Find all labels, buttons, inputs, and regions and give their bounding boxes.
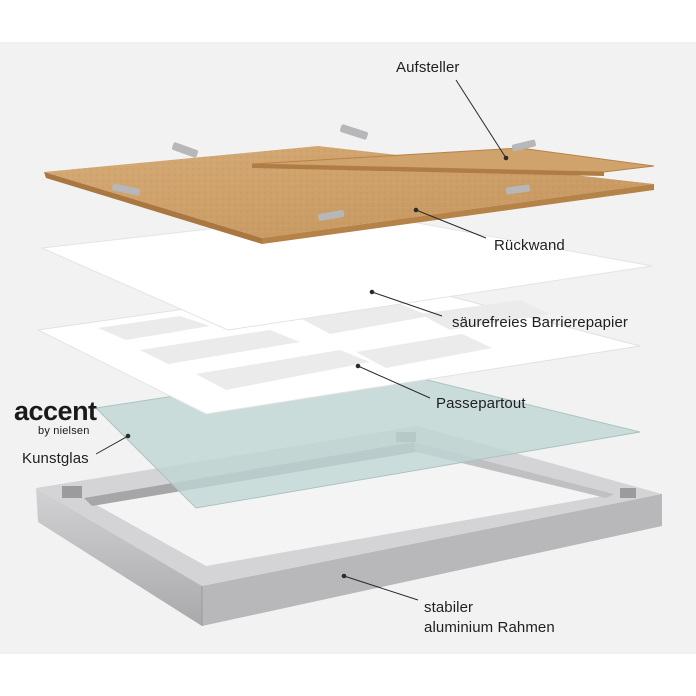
label-barrierepapier: säurefreies Barrierepapier xyxy=(452,314,629,331)
frame-side-left xyxy=(36,488,202,626)
corner-bracket-left xyxy=(62,486,82,498)
mat-window xyxy=(98,316,210,340)
label-rahmen-line2: aluminium Rahmen xyxy=(424,619,555,636)
mat-window xyxy=(356,334,492,368)
callout-line-kunstglas xyxy=(95,435,129,455)
brand-name: accent xyxy=(14,396,97,426)
label-rueckwand: Rückwand xyxy=(494,237,565,254)
backboard-edge xyxy=(44,172,262,244)
clip-icon xyxy=(317,210,345,221)
brand-byline: by nielsen xyxy=(38,425,90,437)
accent-logo: accent by nielsen xyxy=(14,397,97,438)
clip-icon xyxy=(112,183,141,196)
callout-lines xyxy=(95,79,509,601)
label-passepartout: Passepartout xyxy=(436,395,526,412)
callout-line-passepartout xyxy=(357,365,431,399)
passepartout-mat xyxy=(36,279,641,415)
mat-window xyxy=(140,330,300,364)
clip-icon xyxy=(505,184,531,195)
label-rahmen-line1: stabiler xyxy=(424,599,474,616)
corner-bracket-right xyxy=(620,488,636,498)
mat-window xyxy=(300,304,430,334)
stand-clip-icon xyxy=(511,139,536,152)
mat-window xyxy=(196,350,370,390)
callout-line-rahmen xyxy=(343,575,419,601)
callout-line-rueckwand xyxy=(415,209,487,239)
clip-icon xyxy=(339,124,369,140)
clip-icon xyxy=(171,142,199,158)
frame-side-right xyxy=(202,494,662,626)
callout-line-barrierepapier xyxy=(371,291,443,317)
backboard-edge xyxy=(262,184,654,244)
label-aufsteller: Aufsteller xyxy=(396,59,460,76)
stand-board xyxy=(251,139,655,176)
callout-line-aufsteller xyxy=(455,79,507,159)
label-kunstglas: Kunstglas xyxy=(22,450,89,467)
backboard xyxy=(44,124,654,244)
frame-opening xyxy=(84,442,614,566)
mat-window xyxy=(420,300,550,330)
